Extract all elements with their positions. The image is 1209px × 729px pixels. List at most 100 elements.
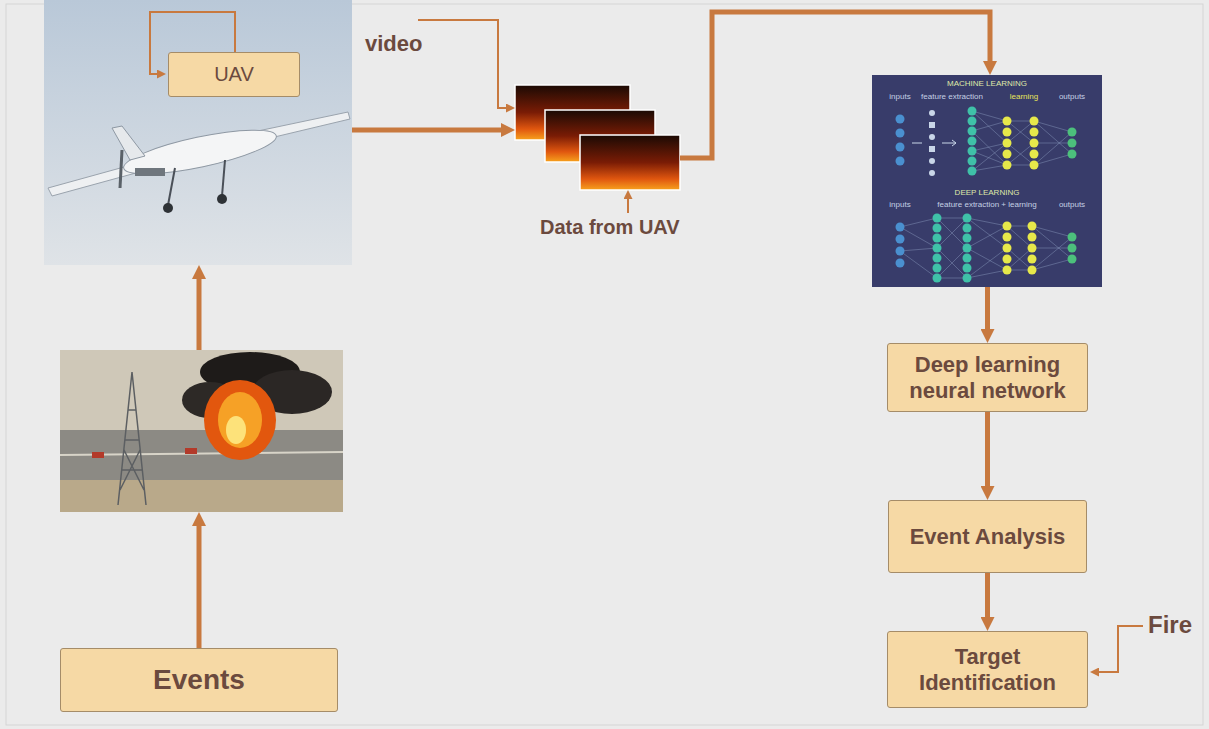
landing-gear: [222, 160, 225, 196]
neuron: [896, 247, 905, 256]
neuron: [896, 115, 905, 124]
machine-learning-panel: MACHINE LEARNING inputs feature extraction…: [872, 75, 1102, 287]
neuron: [963, 264, 972, 273]
drone-fuselage: [121, 121, 280, 183]
drone-payload: [135, 168, 165, 176]
neuron: [968, 167, 977, 176]
neuron: [933, 244, 942, 253]
fire-photo: [60, 350, 343, 512]
fireball-core: [218, 392, 262, 448]
neuron: [896, 157, 905, 166]
neuron: [1003, 233, 1012, 242]
annotation-label: video: [365, 31, 422, 57]
video-frame: [580, 135, 680, 190]
feature-icons: [912, 110, 956, 176]
neuron: [963, 244, 972, 253]
column-label: learning: [1010, 92, 1038, 102]
node-text: Target Identification: [896, 644, 1079, 695]
neuron: [963, 254, 972, 263]
process-box: Target Identification: [887, 631, 1088, 708]
event-source-box: Events: [60, 648, 338, 712]
annotation-label: Fire: [1148, 611, 1192, 640]
landing-gear: [168, 168, 175, 205]
ground: [60, 480, 343, 512]
feature-icon: [929, 170, 935, 176]
feature-icon: [929, 158, 935, 164]
drone-photo: [44, 0, 352, 265]
neuron: [968, 107, 977, 116]
neuron: [933, 264, 942, 273]
drone-propeller: [120, 150, 122, 188]
output-neurons: [1068, 128, 1077, 264]
neuron: [1068, 139, 1077, 148]
neural-network-illustration: [872, 75, 1102, 287]
neuron: [1028, 255, 1037, 264]
neuron: [1003, 128, 1012, 137]
photo-background: [60, 350, 343, 512]
neuron: [933, 224, 942, 233]
flow-connector: [985, 412, 990, 486]
neuron: [1030, 128, 1039, 137]
wheel: [163, 203, 173, 213]
neuron: [968, 157, 977, 166]
power-tower: [118, 372, 146, 505]
panel-heading: MACHINE LEARNING: [947, 79, 1027, 89]
column-label: feature extraction + learning: [937, 200, 1036, 210]
flow-connector: [985, 287, 990, 329]
column-label: outputs: [1059, 200, 1085, 210]
fireball-core: [226, 416, 246, 444]
drone-tail: [112, 126, 145, 160]
flow-arrow: [197, 526, 202, 648]
flow-connector: [985, 573, 990, 617]
neuron: [933, 234, 942, 243]
neuron: [896, 223, 905, 232]
node-text: UAV: [214, 63, 254, 86]
neuron: [896, 129, 905, 138]
neuron: [933, 274, 942, 283]
sky-background: [44, 0, 352, 265]
process-box: Deep learning neural network: [887, 343, 1088, 412]
vehicle: [92, 452, 104, 458]
neuron: [933, 214, 942, 223]
neuron: [1030, 161, 1039, 170]
neuron: [1068, 244, 1077, 253]
neuron: [968, 117, 977, 126]
neuron: [1003, 161, 1012, 170]
neuron: [1003, 150, 1012, 159]
neuron: [963, 274, 972, 283]
neuron: [1030, 117, 1039, 126]
uav-box: UAV: [168, 52, 300, 97]
annotation-label: Data from UAV: [540, 215, 680, 239]
feature-icon: [929, 122, 935, 128]
neuron: [968, 127, 977, 136]
flow-arrow: [352, 128, 501, 133]
neuron: [896, 235, 905, 244]
column-label: feature extraction: [921, 92, 983, 102]
neuron: [1068, 255, 1077, 264]
neuron: [1030, 139, 1039, 148]
column-label: outputs: [1059, 92, 1085, 102]
neuron: [1003, 139, 1012, 148]
neuron: [1028, 244, 1037, 253]
neuron: [963, 224, 972, 233]
feature-arrow: [912, 140, 956, 146]
neuron: [1003, 222, 1012, 231]
road: [60, 430, 343, 480]
flow-arrow: [197, 279, 202, 350]
node-text: Events: [153, 664, 245, 696]
vehicle: [185, 448, 197, 454]
column-label: inputs: [889, 200, 910, 210]
neuron: [1028, 222, 1037, 231]
feature-icon: [929, 110, 935, 116]
neuron: [1028, 266, 1037, 275]
network-links: [900, 218, 1072, 278]
neuron: [968, 147, 977, 156]
feature-icon: [929, 134, 935, 140]
neuron: [1003, 266, 1012, 275]
neuron: [1028, 233, 1037, 242]
wheel: [217, 194, 227, 204]
node-text: Deep learning neural network: [896, 352, 1079, 403]
input-neurons: [896, 115, 905, 268]
neuron: [1068, 128, 1077, 137]
